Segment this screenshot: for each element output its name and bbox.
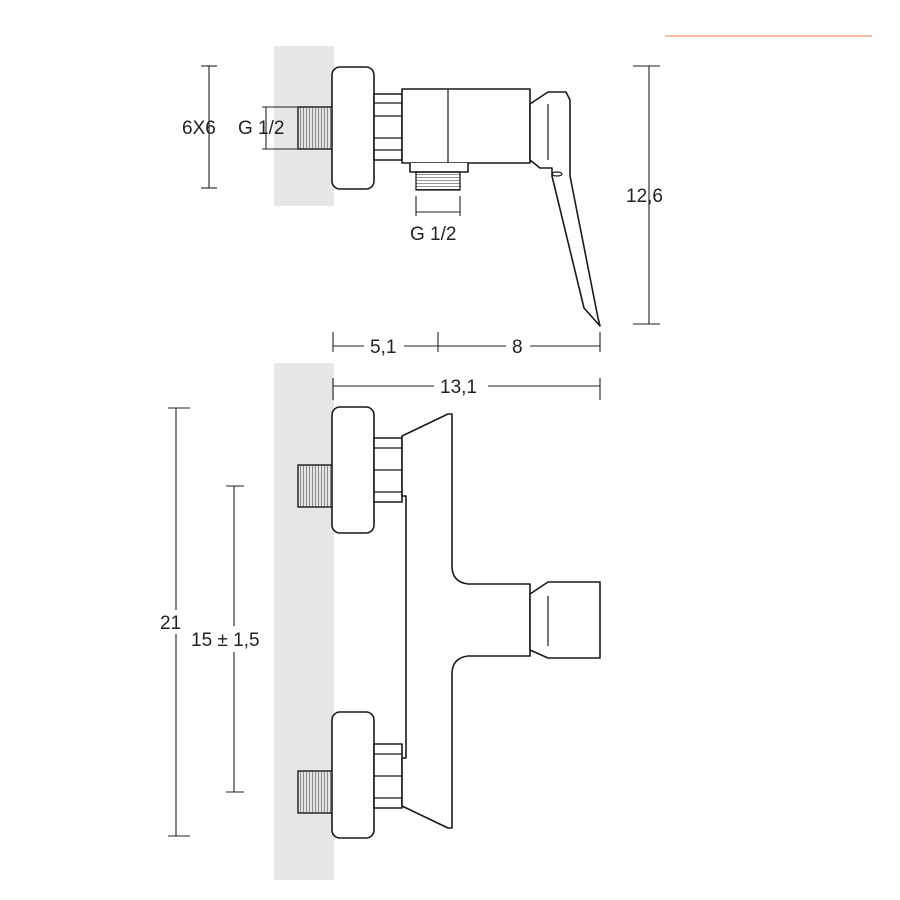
total-height-label: 21 xyxy=(160,613,181,634)
total-depth-label: 13,1 xyxy=(440,377,477,398)
depth-body-label: 5,1 xyxy=(370,337,396,358)
outlet-thread-top xyxy=(415,171,461,191)
lever-front xyxy=(529,581,601,659)
top-view: 6X6 G 1/2 G 1/2 12,6 5,1 8 xyxy=(182,46,663,358)
escutcheon-top xyxy=(331,66,375,190)
lower-escutcheon xyxy=(331,711,375,839)
wall-thread-top xyxy=(297,106,335,150)
front-view: 13,1 21 15 ± 1,5 xyxy=(158,363,601,880)
height-label: 12,6 xyxy=(626,186,663,207)
depth-lever-label: 8 xyxy=(512,337,523,358)
upper-escutcheon xyxy=(331,406,375,534)
mixer-body-front xyxy=(401,413,531,829)
upper-thread xyxy=(297,464,335,508)
lower-thread xyxy=(297,770,335,814)
hex-nut-top xyxy=(373,93,403,161)
outlet-thread-label: G 1/2 xyxy=(410,224,456,245)
inlet-thread-label: G 1/2 xyxy=(238,118,284,139)
inlet-spacing-label: 15 ± 1,5 xyxy=(191,630,260,651)
wall-thread-size-label: 6X6 xyxy=(182,118,216,139)
mixer-body-top xyxy=(401,88,531,164)
lever-top xyxy=(529,91,601,327)
